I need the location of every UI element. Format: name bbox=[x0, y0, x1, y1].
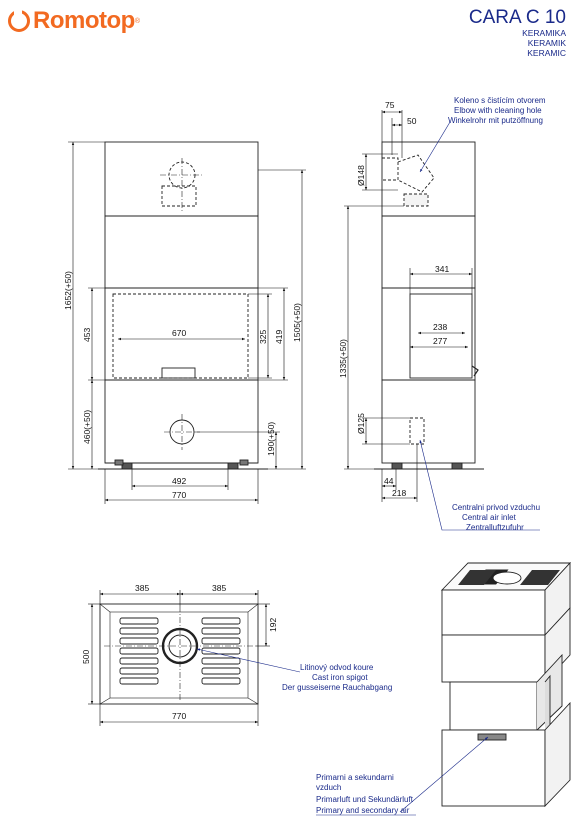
iso-top-grilles bbox=[458, 570, 560, 585]
dim-341: 341 bbox=[435, 264, 449, 274]
dim-238: 238 bbox=[433, 322, 447, 332]
dim-stove-height: 1505(+50) bbox=[292, 303, 302, 342]
dim-770-top: 770 bbox=[172, 711, 186, 721]
product-title-block: CARA C 10 KERAMIKA KERAMIK KERAMIC bbox=[468, 7, 566, 59]
dim-50: 50 bbox=[407, 116, 417, 126]
iso-note-de: Primarluft und Sekundärluft bbox=[316, 795, 414, 804]
variant-cz: KERAMIKA bbox=[522, 28, 566, 38]
spigot-note-en: Cast iron spigot bbox=[312, 673, 368, 682]
spigot-note-cz: Litinový odvod koure bbox=[300, 663, 374, 672]
side-dimensions bbox=[344, 110, 473, 502]
side-firebox bbox=[381, 287, 476, 381]
dim-diameter-148: Ø148 bbox=[356, 165, 366, 186]
dim-upper-block: 453 bbox=[82, 328, 92, 342]
variant-de: KERAMIK bbox=[527, 38, 566, 48]
dim-diameter-125: Ø125 bbox=[356, 413, 366, 434]
front-middle-block bbox=[104, 215, 259, 289]
dim-glass-width: 670 bbox=[172, 328, 186, 338]
side-notes: Koleno s čistícím otvorem Elbow with cle… bbox=[419, 96, 546, 532]
front-lower-block bbox=[104, 379, 259, 464]
side-firebox-inner bbox=[409, 293, 473, 379]
elbow-note-de: Winkelrohr mit putzöffnung bbox=[448, 116, 543, 125]
spigot-note-de: Der gusseiserne Rauchabgang bbox=[282, 683, 392, 692]
dim-total-height: 1652(+50) bbox=[63, 271, 73, 310]
dim-44: 44 bbox=[384, 476, 394, 486]
front-dim-labels: 1652(+50) 453 460(+50) 1505(+50) 419 325… bbox=[63, 271, 302, 500]
front-grate-handle bbox=[161, 367, 196, 379]
dim-lower-axis: 190(+50) bbox=[266, 422, 276, 456]
air-note-de: Zentralluftzufuhr bbox=[466, 523, 524, 532]
top-spigot bbox=[161, 627, 199, 665]
iso-upper-block bbox=[441, 589, 546, 636]
top-grille-left bbox=[119, 617, 159, 685]
top-view bbox=[99, 603, 259, 705]
iso-grate-handle bbox=[477, 733, 507, 741]
dim-lower-height: 460(+50) bbox=[82, 410, 92, 444]
side-lower-block bbox=[381, 379, 476, 464]
dim-192: 192 bbox=[268, 618, 278, 632]
top-dimensions bbox=[88, 590, 270, 726]
iso-top-spigot bbox=[492, 571, 522, 585]
iso-view bbox=[440, 561, 572, 808]
dim-385-right: 385 bbox=[212, 583, 226, 593]
side-central-air-inlet bbox=[409, 417, 425, 445]
registered-mark: ® bbox=[134, 17, 140, 25]
romotop-logo: Romotop® bbox=[8, 6, 140, 36]
front-upper-block bbox=[104, 141, 259, 217]
dim-218: 218 bbox=[392, 488, 406, 498]
dim-385-left: 385 bbox=[135, 583, 149, 593]
dim-firebox-height: 419 bbox=[274, 330, 284, 344]
dim-75: 75 bbox=[385, 100, 395, 110]
air-note-cz: Centralni privod vzduchu bbox=[452, 503, 540, 512]
iso-lower-block bbox=[441, 729, 546, 807]
side-upper-block bbox=[381, 141, 476, 217]
side-middle-block bbox=[381, 215, 476, 289]
top-grille-right bbox=[201, 617, 241, 685]
elbow-note-cz: Koleno s čistícím otvorem bbox=[454, 96, 546, 105]
iso-note-cz-1: Primarni a sekundarni bbox=[316, 773, 394, 782]
iso-middle-block bbox=[441, 634, 546, 683]
side-dim-labels: 75 50 Ø148 341 238 277 1335(+50) Ø125 44… bbox=[338, 100, 449, 498]
air-note-en: Central air inlet bbox=[462, 513, 517, 522]
model-name: CARA C 10 bbox=[468, 7, 566, 28]
dim-feet-width: 492 bbox=[172, 476, 186, 486]
iso-firebox bbox=[449, 681, 538, 731]
top-notes: Litinový odvod koure Cast iron spigot De… bbox=[196, 648, 392, 692]
variant-en: KERAMIC bbox=[527, 48, 566, 58]
top-outline bbox=[99, 603, 259, 705]
iso-note-en: Primary and secondary air bbox=[316, 806, 410, 815]
top-dim-labels: 385 385 500 192 770 bbox=[81, 583, 278, 721]
dim-total-width: 770 bbox=[172, 490, 186, 500]
front-dimensions bbox=[68, 141, 306, 504]
dim-1335: 1335(+50) bbox=[338, 339, 348, 378]
dim-glass-height: 325 bbox=[258, 330, 268, 344]
elbow-note-en: Elbow with cleaning hole bbox=[454, 106, 542, 115]
logo-ring-icon bbox=[8, 9, 30, 32]
iso-notes: Primarni a sekundarni vzduch Primarluft … bbox=[316, 736, 489, 816]
brand-name: Romotop bbox=[33, 7, 135, 34]
iso-note-cz-2: vzduch bbox=[316, 783, 341, 792]
dim-277: 277 bbox=[433, 336, 447, 346]
dim-500: 500 bbox=[81, 650, 91, 664]
front-view bbox=[98, 141, 268, 470]
side-view bbox=[374, 141, 484, 470]
